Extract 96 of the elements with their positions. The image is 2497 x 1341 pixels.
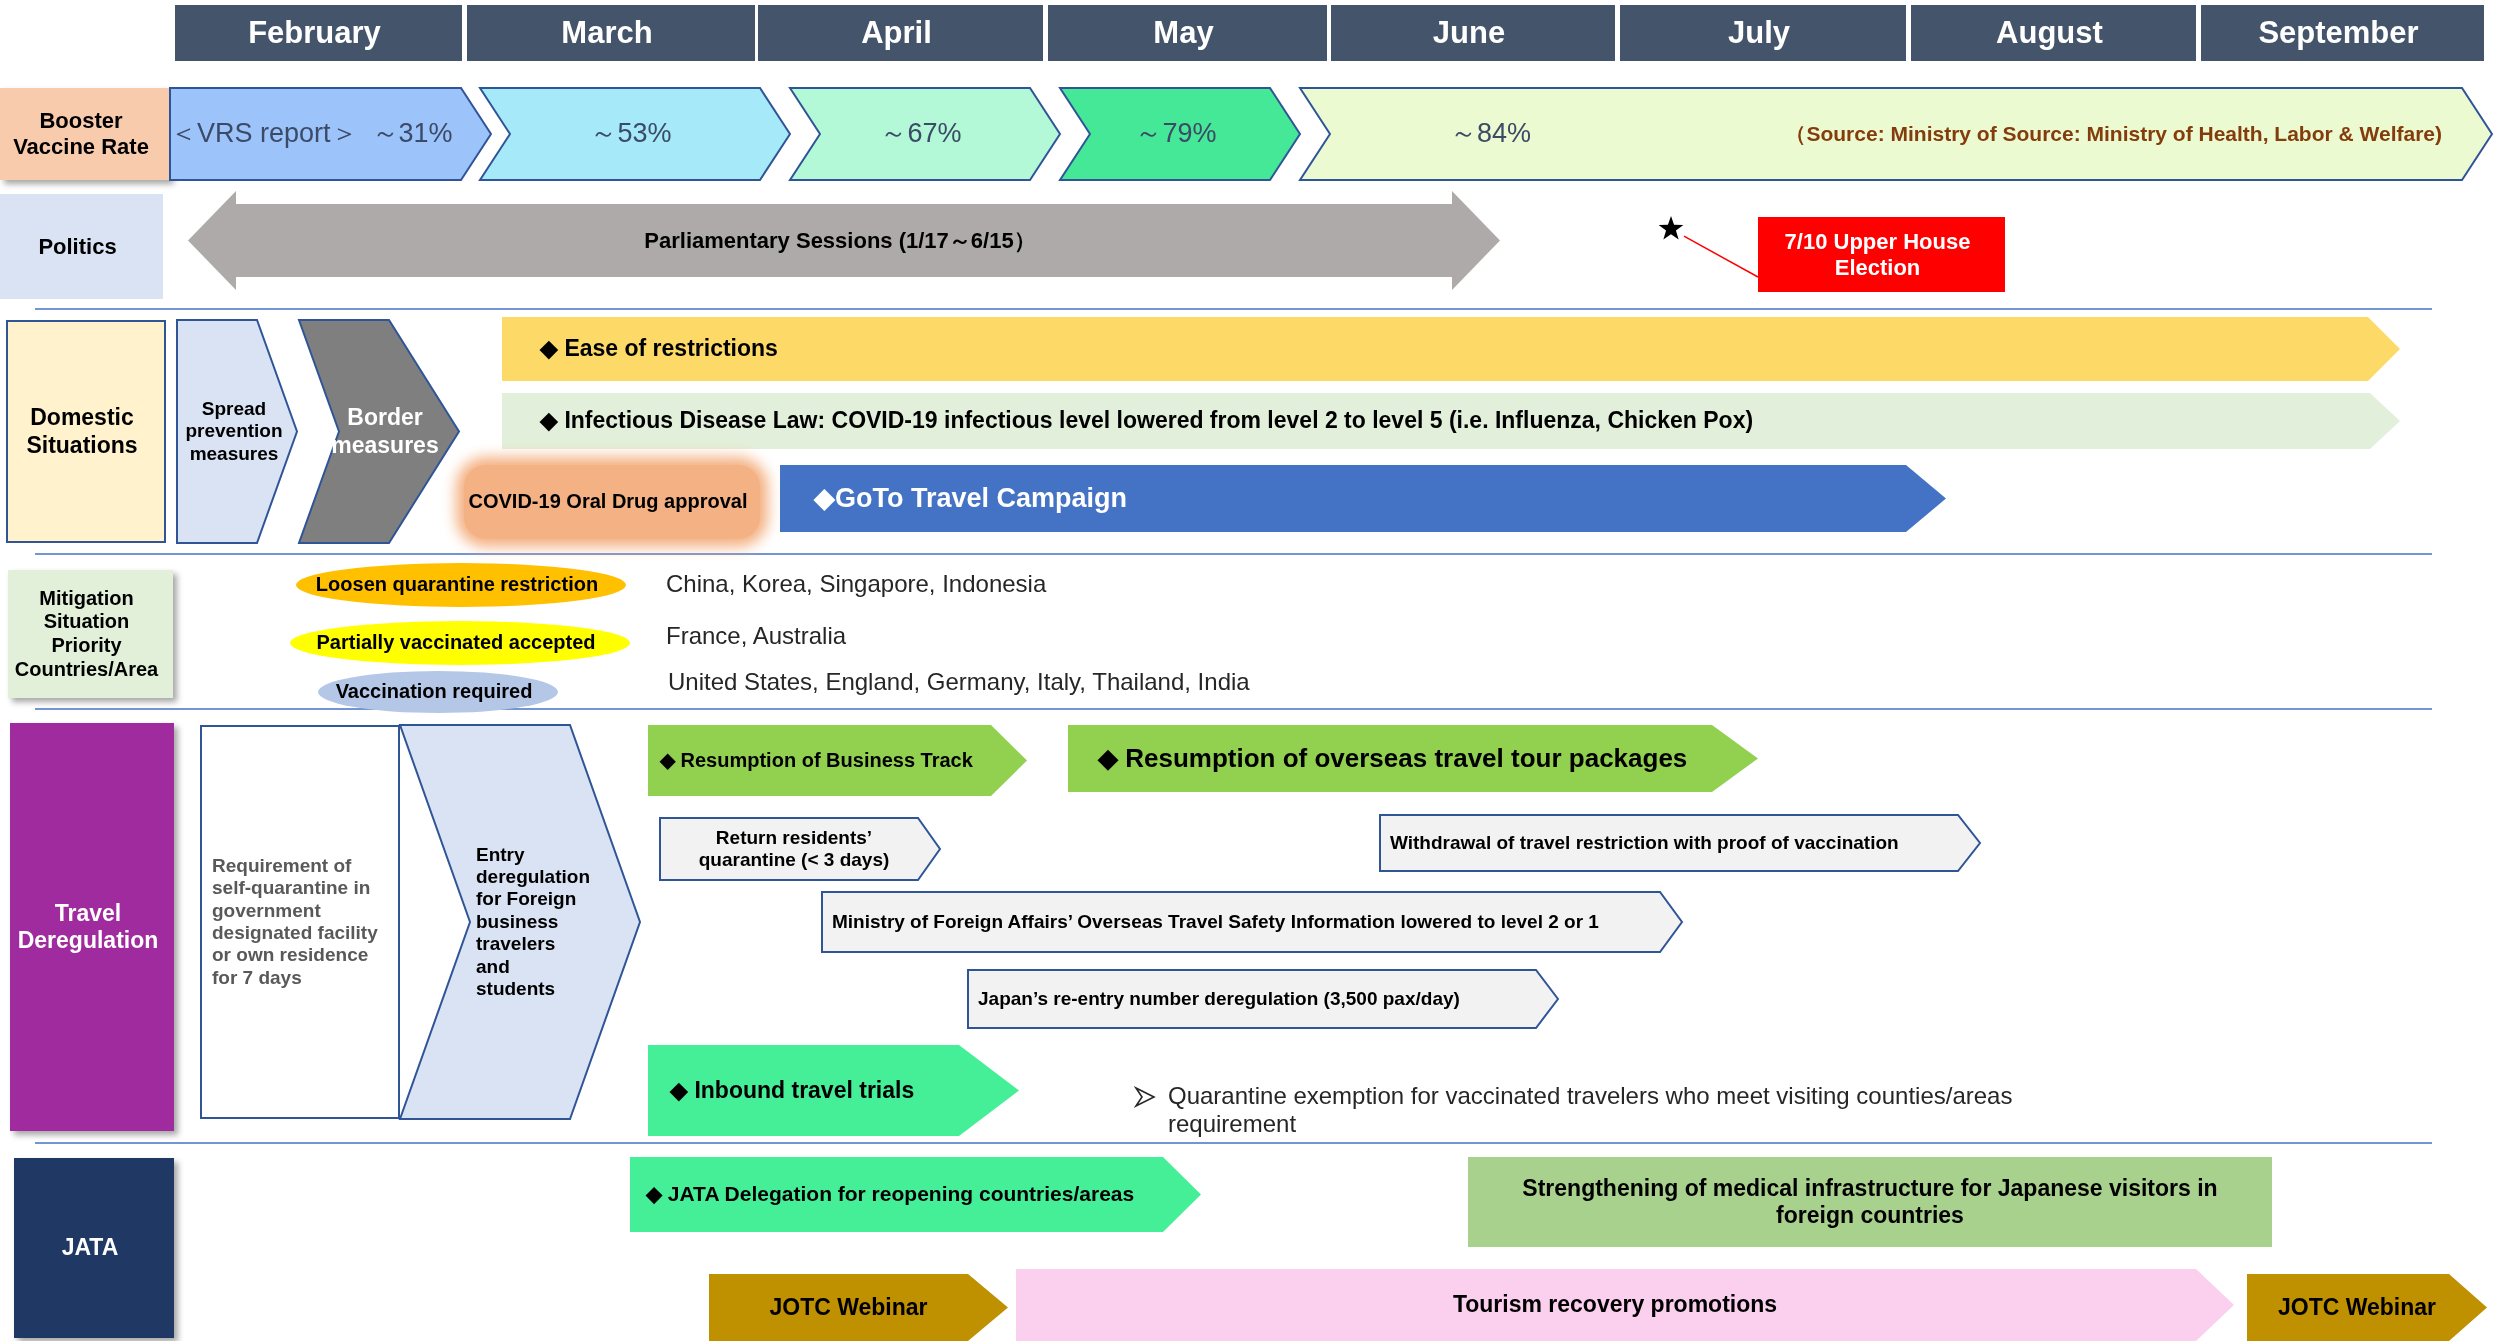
month-name: June <box>1432 14 1506 52</box>
tag-label: Return residents’ quarantine (< 3 days) <box>697 826 891 872</box>
row-header <box>6 320 166 543</box>
rate-band <box>1060 88 1300 180</box>
month-header <box>1911 5 2196 61</box>
timeline-bar <box>709 1274 1008 1341</box>
month-header <box>2201 5 2484 61</box>
ellipse-label: Partially vaccinated accepted <box>316 631 596 655</box>
month-name: March <box>561 14 653 52</box>
tag-label: Japan’s re-entry number deregulation (3,500 pax/day) <box>978 987 1460 1011</box>
band-label: Border measures <box>331 404 439 459</box>
row-header <box>0 194 163 299</box>
rate-text: ～67% <box>880 118 962 150</box>
timeline-bar <box>630 1157 1201 1232</box>
row-title: Travel Deregulation <box>16 899 160 955</box>
row-title: Politics <box>38 233 117 260</box>
row-header <box>8 570 173 698</box>
row-title: Domestic Situations <box>25 404 139 459</box>
highlight-ellipse <box>290 621 630 665</box>
timeline-bar <box>648 1045 1019 1136</box>
highlight-band <box>464 465 760 539</box>
rate-text: ＜VRS report＞ <box>170 118 358 150</box>
timeline-bar <box>1016 1269 2234 1341</box>
band-label: Spread prevention measures <box>184 397 284 466</box>
info-box <box>200 725 400 1119</box>
bar-label: ◆ JATA Delegation for reopening countries/areas <box>646 1182 1135 1207</box>
bar-label: ◆GoTo Travel Campaign <box>814 482 1128 515</box>
timeline-bar <box>648 725 1027 796</box>
month-header <box>467 5 755 61</box>
measure-band <box>177 320 297 543</box>
row-title: Mitigation Situation Priority Countries/Area <box>13 586 160 682</box>
bar-label: JOTC Webinar <box>2277 1293 2436 1322</box>
bar-label: Tourism recovery promotions <box>1452 1291 1778 1319</box>
bar-label: ◆ Inbound travel trials <box>670 1076 915 1105</box>
month-header <box>1620 5 1906 61</box>
country-list: France, Australia <box>666 622 847 650</box>
row-title: JATA <box>61 1234 119 1262</box>
box-label: 7/10 Upper House Election <box>1783 228 1972 281</box>
highlight-ellipse <box>296 563 626 607</box>
row-title: Booster Vaccine Rate <box>12 108 150 160</box>
timeline-bar <box>502 393 2400 449</box>
rate-band <box>1300 88 2492 180</box>
row-header <box>0 88 170 180</box>
info-tag <box>822 892 1682 952</box>
band-label: COVID-19 Oral Drug approval <box>468 490 748 514</box>
bullet-note: Quarantine exemption for vaccinated travelers who meet visiting counties/areas requirement <box>1168 1082 2014 1138</box>
info-box <box>1468 1157 2272 1247</box>
month-name: May <box>1153 14 1214 52</box>
month-header <box>175 5 462 61</box>
info-tag <box>660 818 940 880</box>
band-label: Entry deregulation for Foreign business travelers and students <box>476 843 590 1001</box>
timeline-bar <box>1068 725 1758 792</box>
rate-band <box>790 88 1060 180</box>
bar-label: ◆ Resumption of overseas travel tour packages <box>1098 743 1688 774</box>
bar-label: ◆ Resumption of Business Track <box>660 748 973 773</box>
rate-text: ～84% <box>1450 118 1532 150</box>
source-note: （Source: Ministry of Source: Ministry of Health, Labor & Welfare) <box>1785 121 2442 147</box>
ellipse-label: Vaccination required <box>335 680 533 704</box>
country-list: China, Korea, Singapore, Indonesia <box>666 570 1047 598</box>
star-icon <box>1658 216 1684 242</box>
month-header <box>1048 5 1327 61</box>
box-label: Strengthening of medical infrastructure for Japanese visitors in foreign countries <box>1521 1174 2219 1230</box>
timeline-bar <box>502 317 2400 381</box>
bar-label: ◆ Infectious Disease Law: COVID-19 infectious level lowered from level 2 to level 5 (i.e. Influenza, Chicken Pox) <box>540 407 1754 435</box>
country-list: United States, England, Germany, Italy, Thailand, India <box>668 668 1250 696</box>
highlight-ellipse <box>318 671 558 713</box>
timeline-bar <box>2247 1274 2487 1341</box>
rate-band <box>480 88 790 180</box>
info-tag <box>968 970 1558 1028</box>
month-name: February <box>248 14 381 52</box>
month-header <box>758 5 1043 61</box>
month-name: April <box>861 14 932 52</box>
timeline-bar <box>780 465 1946 532</box>
rate-text: ～79% <box>1135 118 1217 150</box>
measure-band <box>299 320 459 543</box>
tag-label: Withdrawal of travel restriction with proof of vaccination <box>1390 831 1899 855</box>
month-name: July <box>1728 14 1790 52</box>
row-header <box>14 1158 174 1338</box>
month-header <box>1331 5 1615 61</box>
row-header <box>10 723 174 1131</box>
double-headed-arrow <box>188 191 1500 290</box>
ellipse-label: Loosen quarantine restriction <box>315 573 599 597</box>
arrow-label: Parliamentary Sessions (1/17～6/15） <box>644 227 1036 254</box>
measure-band <box>400 725 640 1119</box>
election-box <box>1758 217 2005 292</box>
rate-text: ～53% <box>590 118 672 150</box>
bar-label: ◆ Ease of restrictions <box>540 335 778 363</box>
bar-label: JOTC Webinar <box>769 1293 928 1322</box>
rate-band <box>170 88 491 180</box>
info-tag <box>1380 815 1980 871</box>
rate-text: ～31% <box>371 118 453 150</box>
month-name: August <box>1996 14 2103 52</box>
box-text: Requirement of self-quarantine in government designated facility or own residence for 7 days <box>212 854 379 990</box>
leader-line <box>1683 235 1759 278</box>
tag-label: Ministry of Foreign Affairs’ Overseas Travel Safety Information lowered to level 2 or 1 <box>832 910 1599 934</box>
month-name: September <box>2258 14 2419 52</box>
